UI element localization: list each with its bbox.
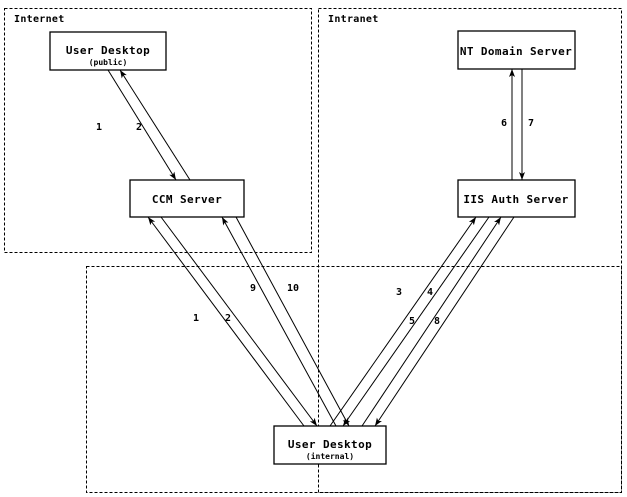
zone-internal-lan-boundary	[86, 266, 622, 493]
node-ccm-server[interactable]: CCM Server	[129, 179, 245, 218]
node-subtitle-user-desktop-public: (public)	[89, 57, 128, 67]
zone-internet-boundary	[4, 8, 312, 253]
step-label-5: 5	[409, 316, 415, 327]
step-label-1-public: 1	[96, 122, 102, 133]
step-label-4: 4	[427, 287, 433, 298]
step-label-7: 7	[528, 118, 534, 129]
node-boxes: User Desktop (public) CCM Server NT Doma…	[49, 30, 576, 465]
flow-line-8	[374, 216, 515, 427]
step-label-8: 8	[434, 316, 440, 327]
flow-line-4	[342, 216, 490, 427]
node-title-iis-auth-server: IIS Auth Server	[463, 193, 568, 206]
node-subtitle-user-desktop-internal: (internal)	[306, 451, 354, 461]
flow-line-5	[361, 216, 502, 427]
node-title-ccm-server: CCM Server	[152, 193, 222, 206]
step-label-10: 10	[287, 283, 299, 294]
flow-line-10	[235, 216, 350, 427]
node-box-nt-domain-server[interactable]	[457, 30, 576, 70]
step-label-2-internal: 2	[225, 313, 231, 324]
step-label-3: 3	[396, 287, 402, 298]
node-iis-auth-server[interactable]: IIS Auth Server	[457, 179, 576, 218]
zone-label-intranet: Intranet	[328, 14, 379, 25]
zone-label-internet: Internet	[14, 14, 65, 25]
flow-line-2-public	[119, 69, 191, 181]
node-nt-domain-server[interactable]: NT Domain Server	[457, 30, 576, 70]
node-box-user-desktop-internal[interactable]	[273, 425, 387, 465]
node-title-user-desktop-internal: User Desktop	[288, 438, 372, 451]
flow-lines	[107, 69, 525, 427]
step-label-9: 9	[250, 283, 256, 294]
step-label-6: 6	[501, 118, 507, 129]
node-box-user-desktop-public[interactable]	[49, 31, 167, 71]
zone-intranet-boundary	[318, 8, 622, 493]
node-title-nt-domain-server: NT Domain Server	[460, 45, 572, 58]
node-user-desktop-internal[interactable]: User Desktop (internal)	[273, 425, 387, 465]
node-title-user-desktop-public: User Desktop	[66, 44, 150, 57]
zone-boundaries	[4, 8, 622, 493]
node-user-desktop-public[interactable]: User Desktop (public)	[49, 31, 167, 71]
flow-line-1-public	[107, 69, 177, 181]
flow-line-1-internal	[147, 216, 305, 427]
flow-line-2-internal	[160, 216, 318, 427]
flow-line-3	[329, 216, 477, 427]
node-box-ccm-server[interactable]	[129, 179, 245, 218]
node-box-iis-auth-server[interactable]	[457, 179, 576, 218]
flow-line-9	[221, 216, 337, 427]
step-label-2-public: 2	[136, 122, 142, 133]
flow-step-labels: 1 2 1 2 3 4 5 6 7 8 9 10	[96, 118, 534, 327]
step-label-1-internal: 1	[193, 313, 199, 324]
